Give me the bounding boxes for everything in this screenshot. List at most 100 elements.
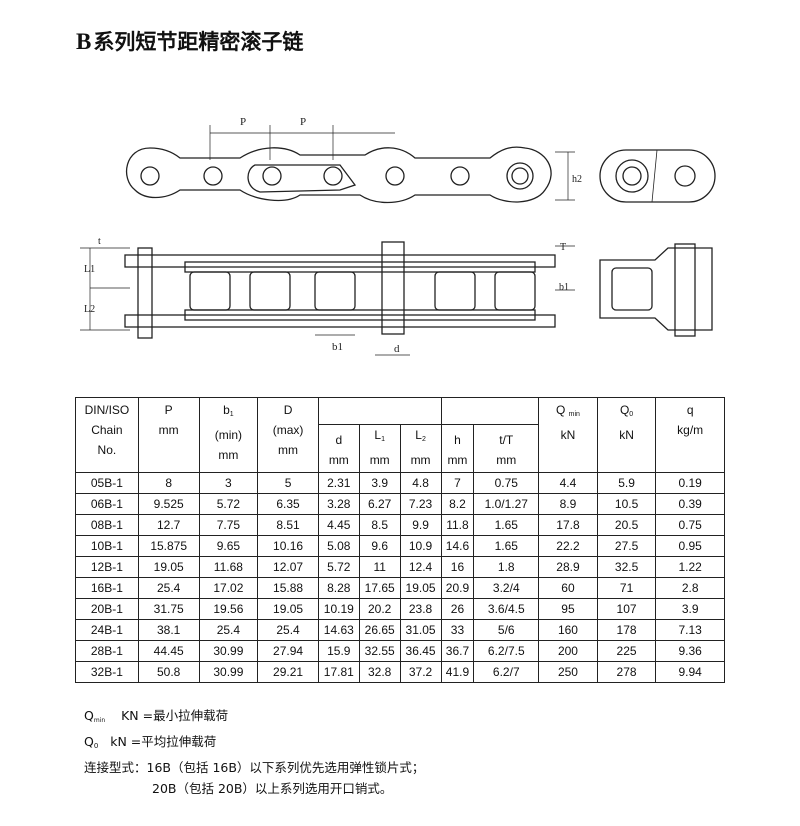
table-cell: 1.22 xyxy=(655,556,725,578)
table-cell: 10.19 xyxy=(317,598,360,620)
chain-drawing: P P h2 xyxy=(80,116,716,356)
label-b1-side: b1 xyxy=(559,282,569,293)
header-b1: b1 (min) mm xyxy=(198,397,259,473)
table-cell: 9.94 xyxy=(655,661,725,683)
header-text: mm xyxy=(410,453,431,467)
table-cell: 19.05 xyxy=(257,598,319,620)
header-L2: L2 mm xyxy=(399,424,442,473)
header-qmin: Q min kN xyxy=(538,397,598,473)
table-cell: 28B-1 xyxy=(75,640,139,662)
header-text: mm xyxy=(278,443,299,457)
table-cell: 23.8 xyxy=(399,598,442,620)
table-cell: 19.05 xyxy=(399,577,442,599)
header-text: kN xyxy=(619,428,634,442)
table-cell: 200 xyxy=(538,640,598,662)
table-cell: 12.07 xyxy=(257,556,319,578)
header-text: (max) xyxy=(272,423,304,437)
table-cell: 15.9 xyxy=(317,640,360,662)
table-cell: 225 xyxy=(596,640,657,662)
header-text: mm xyxy=(218,448,239,462)
table-cell: 06B-1 xyxy=(75,493,139,515)
table-cell: 10.5 xyxy=(596,493,657,515)
table-cell: 16 xyxy=(440,556,475,578)
table-cell: 6.2/7 xyxy=(473,661,540,683)
header-tT: t/T mm xyxy=(473,424,540,473)
table-cell: 29.21 xyxy=(257,661,319,683)
table-cell: 17.81 xyxy=(317,661,360,683)
table-cell: 12.7 xyxy=(137,514,200,536)
table-cell: 1.8 xyxy=(473,556,540,578)
table-cell: 160 xyxy=(538,619,598,641)
table-cell: 71 xyxy=(596,577,657,599)
table-cell: 19.05 xyxy=(137,556,200,578)
header-text: mm xyxy=(369,453,390,467)
table-cell: 32.8 xyxy=(358,661,401,683)
table-cell: 6.35 xyxy=(257,493,319,515)
table-cell: 8.2 xyxy=(440,493,475,515)
table-cell: 6.27 xyxy=(358,493,401,515)
table-cell: 5 xyxy=(257,472,319,494)
table-cell: 24B-1 xyxy=(75,619,139,641)
table-cell: 9.9 xyxy=(399,514,442,536)
table-cell: 20.9 xyxy=(440,577,475,599)
table-cell: 5.72 xyxy=(317,556,360,578)
table-cell: 12.4 xyxy=(399,556,442,578)
table-cell: 4.45 xyxy=(317,514,360,536)
note-q0: Q0 kN =平均拉伸载荷 xyxy=(84,734,217,750)
table-cell: 0.19 xyxy=(655,472,725,494)
table-cell: 4.4 xyxy=(538,472,598,494)
table-cell: 5.9 xyxy=(596,472,657,494)
table-cell: 14.63 xyxy=(317,619,360,641)
table-cell: 5.72 xyxy=(198,493,259,515)
table-cell: 17.02 xyxy=(198,577,259,599)
table-cell: 2.31 xyxy=(317,472,360,494)
header-L1: L1 mm xyxy=(358,424,401,473)
header-text: Q min xyxy=(555,403,580,418)
table-cell: 8.28 xyxy=(317,577,360,599)
table-cell: 12B-1 xyxy=(75,556,139,578)
table-cell: 5.08 xyxy=(317,535,360,557)
table-cell: 3.28 xyxy=(317,493,360,515)
note-connection-2: 20B（包括 20B）以上系列选用开口销式。 xyxy=(152,781,393,796)
table-cell: 32B-1 xyxy=(75,661,139,683)
header-h: h mm xyxy=(440,424,475,473)
table-cell: 11.68 xyxy=(198,556,259,578)
table-cell: 32.55 xyxy=(358,640,401,662)
table-cell: 28.9 xyxy=(538,556,598,578)
table-cell: 26.65 xyxy=(358,619,401,641)
table-cell: 7.75 xyxy=(198,514,259,536)
table-cell: 3.9 xyxy=(655,598,725,620)
table-cell: 44.45 xyxy=(137,640,200,662)
label-d: d xyxy=(394,343,400,355)
table-cell: 60 xyxy=(538,577,598,599)
label-T: T xyxy=(560,242,566,253)
table-cell: 7.23 xyxy=(399,493,442,515)
table-cell: 25.4 xyxy=(137,577,200,599)
table-cell: 11.8 xyxy=(440,514,475,536)
header-text: q xyxy=(686,403,694,417)
header-text: DIN/ISO xyxy=(84,403,130,417)
table-cell: 20B-1 xyxy=(75,598,139,620)
table-header-row: DIN/ISO Chain No. P mm b1 (min) mm D (ma… xyxy=(75,397,725,473)
table-cell: 17.65 xyxy=(358,577,401,599)
label-p2: P xyxy=(300,116,306,128)
header-D: D (max) mm xyxy=(257,397,319,473)
table-cell: 10.9 xyxy=(399,535,442,557)
table-cell: 8.51 xyxy=(257,514,319,536)
table-cell: 0.75 xyxy=(473,472,540,494)
table-cell: 16B-1 xyxy=(75,577,139,599)
header-text: D xyxy=(283,403,293,417)
table-cell: 10B-1 xyxy=(75,535,139,557)
table-cell: 32.5 xyxy=(596,556,657,578)
page-title: B系列短节距精密滚子链 xyxy=(76,26,303,56)
title-text: 系列短节距精密滚子链 xyxy=(93,30,304,54)
table-cell: 3.9 xyxy=(358,472,401,494)
header-text: L1 xyxy=(374,428,385,443)
chain-end-view xyxy=(599,149,716,203)
table-cell: 31.05 xyxy=(399,619,442,641)
